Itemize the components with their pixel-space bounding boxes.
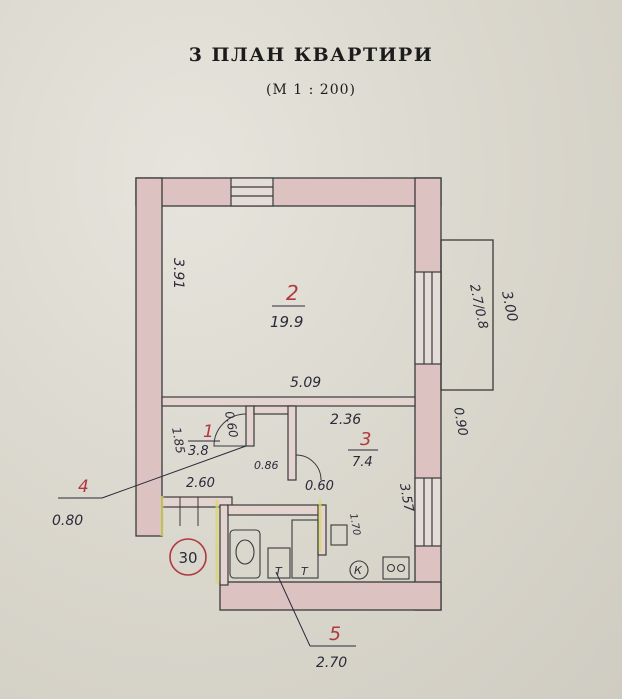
floor-number: 30 [178,549,197,567]
room-3-area: 7.4 [352,455,373,470]
kitchen-circle-icon [349,560,369,580]
partition-room1-right [245,405,255,447]
dim-balcony-outer: 3.00 [498,290,520,324]
partition-room3-left [287,405,297,481]
room-3-number: 3 [360,429,371,450]
room-4-area: 0.80 [52,513,83,529]
balcony-outline [440,239,494,391]
room-5-number: 5 [329,623,341,645]
dim-bath-height: 1.70 [347,513,362,537]
door-swings [179,413,322,526]
partition-bath-top [227,504,325,516]
interior-partitions [161,396,416,586]
room-2-area: 19.9 [270,313,303,331]
dim-corridor-width: 2.60 [186,476,215,491]
dim-room1-height: 1.85 [169,426,187,455]
yellow-marker-lines [160,496,322,584]
partition-bath-left [219,504,229,586]
right-window-upper [414,271,442,365]
room-4-leader [101,445,247,499]
toilet-letter-2: Т [301,565,309,578]
dim-room3-door: 0.60 [305,479,334,494]
dim-room2-height: 3.91 [170,258,186,289]
dim-room3-height: 3.57 [396,482,416,514]
stove-icon [382,556,410,580]
dim-window-offset: 0.90 [450,406,470,437]
plan-title: 3 ПЛАН КВАРТИРИ [188,44,434,66]
right-window-lower [414,477,442,547]
room-4-number: 4 [78,477,89,497]
dim-room1-width: 0.86 [254,459,279,472]
toilet-letter: Т [275,565,283,578]
sink-icon [330,524,348,546]
room-5-area: 2.70 [316,655,347,671]
floor-number-circle [169,538,207,576]
exterior-walls [135,177,442,611]
kitchen-letter: К [354,564,363,577]
bathtub-icon [229,529,261,579]
bottom-wall [219,581,442,611]
shower-icon [291,519,319,579]
washbasin-icon [235,539,255,565]
dim-room1-door: 0.60 [222,410,240,439]
top-window [230,177,274,207]
balcony-label: 2.7/0.8 [466,283,490,331]
plan-scale: (М 1 : 200) [266,82,356,98]
room-1-number: 1 [203,422,214,442]
dim-room2-width: 5.09 [290,375,321,391]
partition-horizontal [161,396,416,407]
top-wall [135,177,442,207]
bathroom-fixtures [229,519,410,580]
dim-room3-width: 2.36 [330,412,361,428]
room-5-leader [275,571,311,647]
room-2-number: 2 [286,281,299,305]
room-1-area: 3.8 [188,444,209,459]
left-wall [135,177,163,537]
